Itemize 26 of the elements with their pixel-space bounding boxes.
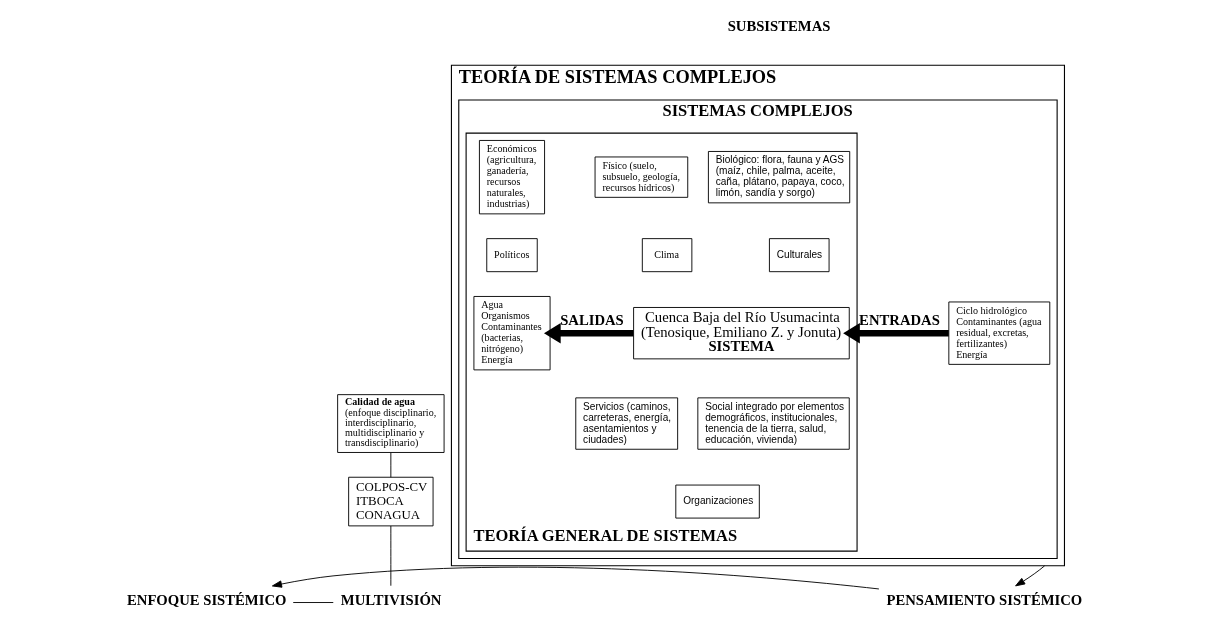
node-text: ENFOQUE SISTÉMICO [126,592,286,609]
connector [292,602,334,603]
node-box: Biológico: flora, fauna y AGS (maíz, chile, palma, aceite, caña, plátano, papaya, coco, limón, sandía y sorgo) [707,151,850,204]
node-text: MULTIVISIÓN [340,592,441,609]
arrow [271,566,879,590]
node-box: Económicos (agricultura, ganadería, recursos naturales, industrias) [478,140,545,215]
node-box: Servicios (caminos, carreteras, energía, asentamientos y ciudades) [574,397,678,450]
node-box: Social integrado por elementos demográficos, institucionales, tenencia de la tierra, salud, educación, vivienda) [696,397,850,450]
node-box: Agua Organismos Contaminantes (bacterias, nitrógeno) Energía [472,296,551,371]
node-box: Organizaciones [674,484,760,519]
node-box: Políticos [485,238,538,273]
edge-label: SALIDAS [559,311,624,328]
node-box: Cuenca Baja del Río Usumacinta (Tenosique, Emiliano Z. y Jonuta) SISTEMA [632,307,850,360]
node-box: Calidad de agua (enfoque disciplinario, interdisciplinario, multidisciplinario y transdisciplinario) [336,394,445,453]
node-box: Ciclo hidrológico Contaminantes (agua residual, excretas, fertilizantes) Energía [947,301,1050,365]
node-box: Físico (suelo, subsuelo, geología, recursos hídricos) [594,156,688,198]
node-box: COLPOS-CV ITBOCA CONAGUA [347,476,434,527]
label: SUBSISTEMAS [727,18,830,35]
arrow [842,322,949,344]
node-text: PENSAMIENTO SISTÉMICO [885,592,1082,609]
connector [389,452,391,478]
edge-label: ENTRADAS [858,311,940,328]
node-box: Clima [641,238,692,273]
arrow [1014,565,1045,587]
connector [389,525,391,587]
node-box: Culturales [768,238,830,273]
